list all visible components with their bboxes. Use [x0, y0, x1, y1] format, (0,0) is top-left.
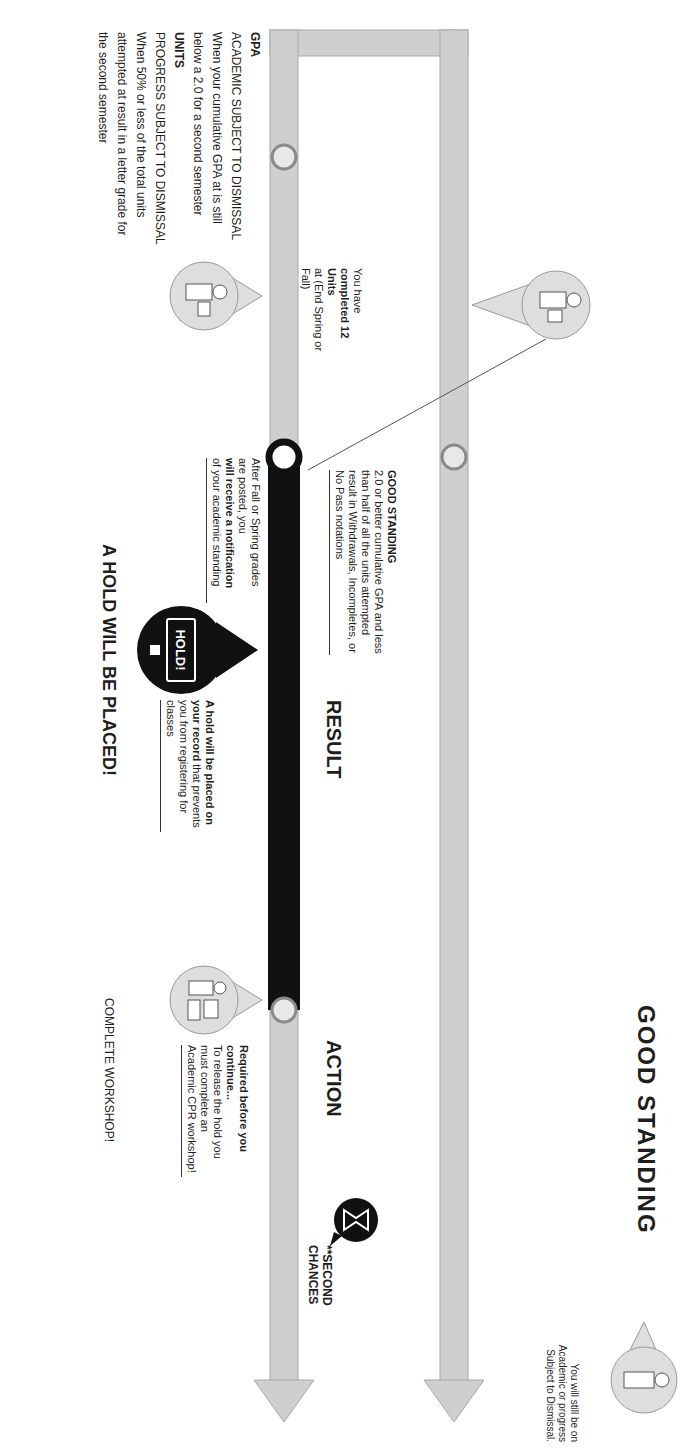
label-text: completed 12 Units: [325, 268, 351, 364]
desk-icon: [188, 1000, 200, 1020]
text-block: A hold will be placed on your record tha…: [160, 700, 216, 832]
label-text: PROGRESS SUBJECT TO DISMISSAL: [150, 32, 169, 247]
label-text: After Fall or Spring grades are posted, …: [236, 458, 262, 603]
pin-head: [170, 262, 238, 330]
hourglass-tail: [330, 1232, 342, 1246]
text-block: COMPLETE WORKSHOP!: [101, 985, 116, 1155]
band-circle: [272, 145, 296, 169]
paper-icon: [548, 310, 562, 322]
text-block: You will still be on Academic or progres…: [544, 1322, 580, 1442]
book-icon: [198, 302, 210, 316]
location-pin: [170, 966, 262, 1034]
label-text: at (End Spring or Fall): [299, 268, 325, 364]
pin-head: [611, 1347, 677, 1413]
band-circle-dark: [269, 442, 299, 472]
pin-head: [522, 271, 590, 339]
band-circle: [272, 998, 296, 1022]
hourglass-icon: [344, 1210, 368, 1230]
label-text: GOOD STANDING: [385, 470, 398, 655]
label-text: GPA: [245, 32, 264, 247]
location-pin: [170, 262, 262, 330]
label-text: To release the hold you must complete an…: [185, 1045, 224, 1177]
text-block: GOOD STANDING2.0 or better cumulative GP…: [329, 470, 398, 655]
person-icon: [655, 1373, 669, 1387]
pin-head: [170, 966, 238, 1034]
band-arrowhead: [424, 1380, 484, 1422]
label-text: **SECOND CHANCES: [306, 1245, 334, 1306]
label-text: You will still be on Academic or progres…: [545, 1345, 580, 1442]
person-icon: [214, 982, 226, 994]
person-icon: [186, 284, 212, 300]
text-block: Required before you continue...To releas…: [181, 1045, 250, 1177]
text-block: **SECOND CHANCES: [306, 1245, 334, 1325]
text-block: A HOLD WILL BE PLACED!: [98, 480, 120, 840]
computer-icon: [204, 1000, 218, 1018]
hold-screen: HOLD!: [166, 618, 196, 682]
label-text: When 50% or less of the total units atte…: [93, 32, 150, 247]
label-text: ACTION: [323, 1040, 345, 1117]
label-text: A HOLD WILL BE PLACED!: [99, 544, 119, 776]
label-text: of your academic standing: [210, 458, 223, 603]
monitor-stand: [150, 645, 160, 655]
text-block: GPAACADEMIC SUBJECT TO DISMISSALWhen you…: [93, 32, 264, 247]
good-standing-band: [440, 30, 468, 1382]
label-text: GOOD STANDING: [633, 1005, 660, 1235]
person-icon: [624, 1372, 654, 1388]
text-block: After Fall or Spring grades are posted, …: [206, 458, 262, 603]
person-icon: [189, 981, 213, 995]
text-block: ACTION: [322, 1040, 346, 1170]
person-icon: [567, 293, 581, 307]
text-block: GOOD STANDING: [632, 1005, 660, 1315]
text-block: You havecompleted 12 Unitsat (End Spring…: [299, 268, 364, 364]
label-text: RESULT: [323, 700, 345, 779]
band-arrowhead: [254, 1380, 314, 1422]
label-text: Required before you continue...: [224, 1045, 250, 1177]
label-text: UNITS: [169, 32, 188, 247]
label-text: COMPLETE WORKSHOP!: [102, 998, 116, 1142]
location-pin: [611, 1322, 677, 1413]
label-text: 2.0 or better cumulative GPA and less th…: [333, 470, 385, 655]
hold-pin: [137, 606, 258, 694]
person-icon: [213, 285, 227, 299]
location-pin: [472, 271, 590, 339]
label-text: will receive a notification: [223, 458, 236, 603]
label-text: ACADEMIC SUBJECT TO DISMISSAL: [226, 32, 245, 247]
fork-band: [270, 30, 468, 56]
leader-line: [308, 339, 546, 470]
band-circle: [442, 445, 466, 469]
pin-tail: [630, 1322, 656, 1350]
person-icon: [540, 292, 566, 308]
text-block: RESULT: [322, 700, 346, 830]
pin-head: [137, 606, 225, 694]
hourglass-symbol: [330, 1198, 378, 1246]
label-text: When your cumulative GPA at is still bel…: [188, 32, 226, 247]
result-dark-band: [268, 457, 300, 1010]
label-text: You have: [351, 268, 364, 364]
band-joint: [453, 30, 455, 60]
node-text: HOLD!: [174, 629, 189, 670]
